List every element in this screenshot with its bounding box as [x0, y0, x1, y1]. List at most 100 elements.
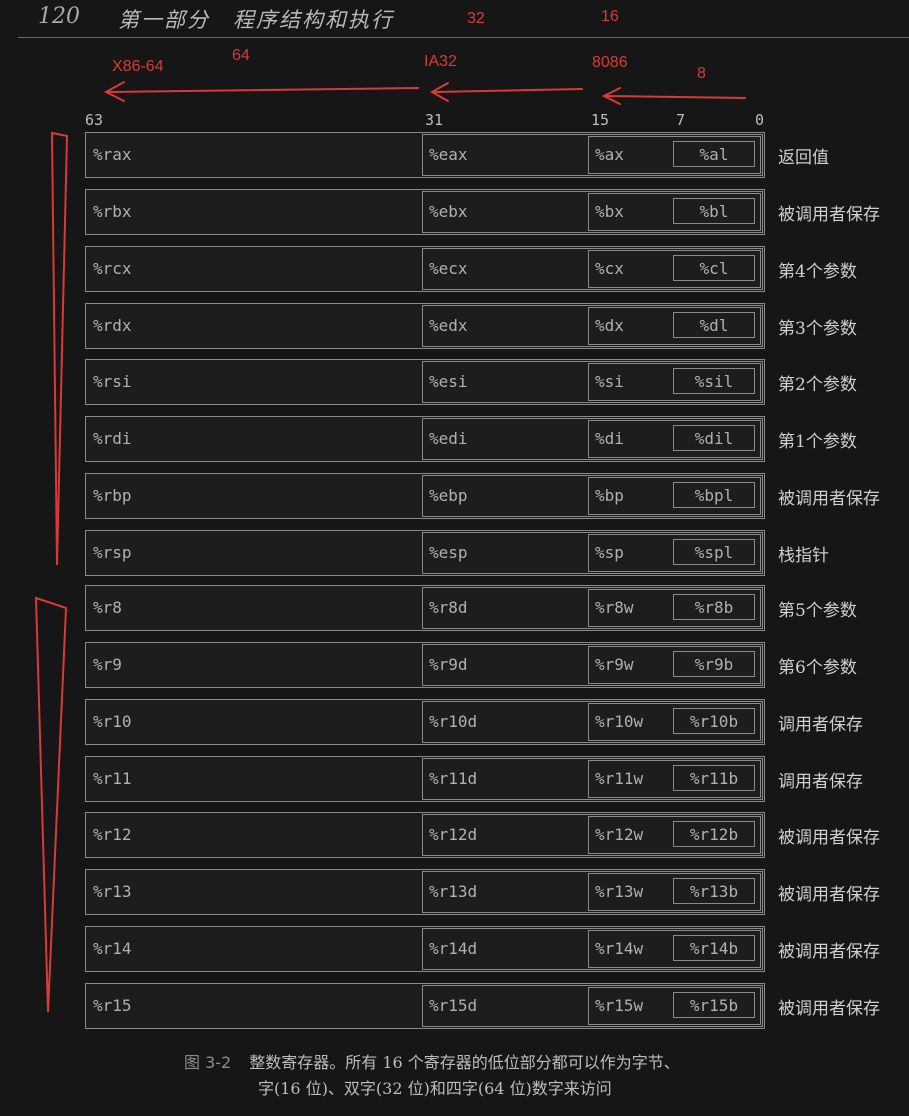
reg-64bit-name: %rbp [93, 486, 132, 505]
reg-16bit-name: %di [595, 429, 624, 448]
reg-16bit-name: %r9w [595, 655, 634, 674]
register-purpose: 栈指针 [778, 546, 829, 566]
reg-32bit-name: %r12d [429, 825, 478, 844]
header-rule [18, 37, 909, 38]
reg-8bit-name: %bl [699, 202, 729, 221]
register-row: %rax %eax %ax %al 返回值 [85, 132, 829, 178]
reg-64bit-name: %rbx [93, 202, 132, 221]
register-purpose: 返回值 [778, 148, 829, 168]
reg-32bit-name: %r8d [429, 598, 468, 617]
reg-16bit-name: %r13w [595, 882, 644, 901]
reg-8bit-name: %r14b [689, 939, 739, 958]
register-row: %r12 %r12d %r12w %r12b 被调用者保存 [85, 812, 880, 858]
bit-position-63: 63 [85, 111, 104, 129]
reg-8bit-name: %r13b [689, 882, 739, 901]
figure-caption: 图 3-2 整数寄存器。所有 16 个寄存器的低位部分都可以作为字节、 字(16 … [184, 1050, 680, 1102]
reg-8bit-name: %dl [699, 316, 729, 335]
figure-label: 图 3-2 [184, 1053, 232, 1072]
page-header: 120 第一部分 程序结构和执行 [0, 0, 909, 42]
reg-8bit-name: %sil [694, 372, 734, 391]
register-row: %rsp %esp %sp %spl 栈指针 [85, 530, 829, 576]
reg-32bit-name: %r11d [429, 769, 478, 788]
reg-64bit-name: %r14 [93, 939, 132, 958]
annotation-64: 64 [232, 47, 250, 64]
reg-16bit-name: %ax [595, 145, 624, 164]
register-purpose: 调用者保存 [778, 715, 863, 735]
annotation-16: 16 [601, 8, 619, 25]
register-row: %r8 %r8d %r8w %r8b 第5个参数 [85, 585, 857, 631]
bit-position-31: 31 [425, 111, 444, 129]
box-8bit [673, 935, 755, 961]
arrow-ia32-head [429, 82, 449, 102]
reg-64bit-name: %r9 [93, 655, 122, 674]
reg-64bit-name: %rdi [93, 429, 132, 448]
arrow-8086 [605, 95, 746, 99]
register-row: %r13 %r13d %r13w %r13b 被调用者保存 [85, 869, 880, 915]
reg-32bit-name: %ebp [429, 486, 468, 505]
reg-8bit-name: %r12b [689, 825, 739, 844]
register-purpose: 第5个参数 [778, 601, 857, 621]
arrow-ia32 [433, 88, 583, 93]
reg-32bit-name: %r10d [429, 712, 478, 731]
register-purpose: 被调用者保存 [778, 489, 880, 509]
register-purpose: 被调用者保存 [778, 205, 880, 225]
bit-position-15: 15 [591, 111, 610, 129]
reg-8bit-name: %al [699, 145, 729, 164]
reg-32bit-name: %r13d [429, 882, 478, 901]
reg-8bit-name: %spl [694, 543, 734, 562]
reg-32bit-name: %ebx [429, 202, 468, 221]
register-row: %r11 %r11d %r11w %r11b 调用者保存 [85, 756, 863, 802]
chapter-title: 第一部分 程序结构和执行 [118, 8, 394, 32]
reg-32bit-name: %r14d [429, 939, 478, 958]
reg-32bit-name: %eax [429, 145, 468, 164]
register-row: %rdx %edx %dx %dl 第3个参数 [85, 303, 857, 349]
reg-32bit-name: %esi [429, 372, 468, 391]
register-purpose: 第3个参数 [778, 319, 857, 339]
reg-16bit-name: %r11w [595, 769, 644, 788]
reg-16bit-name: %cx [595, 259, 624, 278]
reg-8bit-name: %r9b [694, 655, 734, 674]
caption-text-1: 整数寄存器。所有 16 个寄存器的低位部分都可以作为字节、 [249, 1053, 680, 1072]
reg-16bit-name: %bx [595, 202, 624, 221]
register-purpose: 调用者保存 [778, 772, 863, 792]
box-8bit [673, 425, 755, 451]
reg-64bit-name: %rsi [93, 372, 132, 391]
reg-64bit-name: %r8 [93, 598, 122, 617]
reg-64bit-name: %r15 [93, 996, 132, 1015]
box-8bit [673, 482, 755, 508]
box-8bit [673, 878, 755, 904]
reg-32bit-name: %r15d [429, 996, 478, 1015]
reg-16bit-name: %si [595, 372, 624, 391]
reg-64bit-name: %rsp [93, 543, 132, 562]
register-row: %r14 %r14d %r14w %r14b 被调用者保存 [85, 926, 880, 972]
box-8bit [673, 765, 755, 791]
reg-16bit-name: %r14w [595, 939, 644, 958]
box-8bit [673, 368, 755, 394]
register-row: %rbp %ebp %bp %bpl 被调用者保存 [85, 473, 880, 519]
arrow-x86-64 [107, 87, 419, 93]
reg-8bit-name: %cl [699, 259, 729, 278]
box-8bit [673, 708, 755, 734]
caption-text-2: 字(16 位)、双字(32 位)和四字(64 位)数字来访问 [258, 1079, 612, 1098]
register-purpose: 被调用者保存 [778, 828, 880, 848]
register-row: %r15 %r15d %r15w %r15b 被调用者保存 [85, 983, 880, 1029]
register-purpose: 第6个参数 [778, 658, 857, 678]
bit-position-0: 0 [755, 111, 765, 129]
reg-16bit-name: %r15w [595, 996, 644, 1015]
bit-position-7: 7 [676, 111, 686, 129]
annotation-x86-64: X86-64 [112, 58, 164, 75]
reg-32bit-name: %edx [429, 316, 468, 335]
reg-64bit-name: %r12 [93, 825, 132, 844]
reg-8bit-name: %r8b [694, 598, 734, 617]
box-8bit [673, 255, 755, 281]
annotation-ia32: IA32 [424, 53, 457, 70]
reg-16bit-name: %bp [595, 486, 624, 505]
box-8bit [673, 312, 755, 338]
annotation-8086: 8086 [592, 54, 628, 71]
register-row: %rdi %edi %di %dil 第1个参数 [85, 416, 857, 462]
reg-8bit-name: %r15b [689, 996, 739, 1015]
register-row: %rsi %esi %si %sil 第2个参数 [85, 359, 857, 405]
page-number: 120 [38, 4, 80, 29]
register-purpose: 被调用者保存 [778, 999, 880, 1019]
box-8bit [673, 198, 755, 224]
